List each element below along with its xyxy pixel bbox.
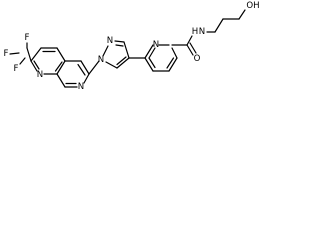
bond-py-a2 <box>148 47 156 59</box>
atom-f-top: F <box>25 33 30 43</box>
atom-n-pyrazole-2: N <box>107 36 113 46</box>
bond-pz-a <box>102 45 109 57</box>
molecule-diagram: F F F N N N N N N H O OH <box>0 0 268 128</box>
bond-cf3-ring <box>26 47 32 62</box>
bond-ring1-e <box>30 60 38 72</box>
bond-pz-d2 <box>116 56 127 66</box>
atom-oh: OH <box>246 1 259 11</box>
bond-pz-b2 <box>115 44 124 47</box>
bond-link-pyrazole <box>88 60 100 75</box>
bond-ring1-a <box>30 47 42 62</box>
bond-fusion <box>56 60 66 75</box>
atom-n-pyridine: N <box>153 40 159 50</box>
bond-co-2 <box>189 42 197 54</box>
atom-labels: F F F N N N N N N H O OH <box>4 1 260 92</box>
atom-n-pyrazole-1: N <box>98 55 104 65</box>
bond-py-d <box>168 57 178 72</box>
bond-ring1-c <box>56 47 66 62</box>
bond-py-c <box>171 47 178 59</box>
bond-chain-2 <box>214 18 224 33</box>
bond-py-d2 <box>166 57 175 69</box>
bond-pz-c <box>123 41 130 59</box>
atom-n-naphthyridine-b: N <box>78 82 84 92</box>
bond-py-f2 <box>148 57 156 69</box>
bond-fusion-2 <box>54 61 63 72</box>
bond-pz-e <box>105 61 118 69</box>
bond-py-f <box>144 57 154 72</box>
bond-c-n <box>186 35 193 46</box>
bond-cf-left <box>9 52 20 55</box>
bond-chain-4 <box>238 9 246 20</box>
bonds <box>9 9 246 88</box>
structure-svg: F F F N N N N N N H O OH <box>4 1 260 92</box>
bond-ring2-b2 <box>77 63 86 76</box>
atom-h-amide: H <box>192 27 198 37</box>
atom-f-left: F <box>4 49 9 59</box>
bond-ring2-c <box>83 73 90 84</box>
bond-cf-bottom <box>19 57 26 65</box>
bond-ring2-b <box>80 60 90 75</box>
bond-ring2-e <box>56 73 66 88</box>
atom-o-carbonyl: O <box>194 54 201 64</box>
atom-f-bottom: F <box>14 64 19 74</box>
bond-ring1-e2 <box>33 60 40 70</box>
bond-pz-d <box>116 57 130 69</box>
atom-n-naphthyridine-a: N <box>37 70 43 80</box>
bond-co-1 <box>186 44 194 56</box>
bond-pz-b <box>114 40 125 43</box>
bond-py-a <box>144 44 154 59</box>
atom-n-amide: N <box>199 27 205 37</box>
